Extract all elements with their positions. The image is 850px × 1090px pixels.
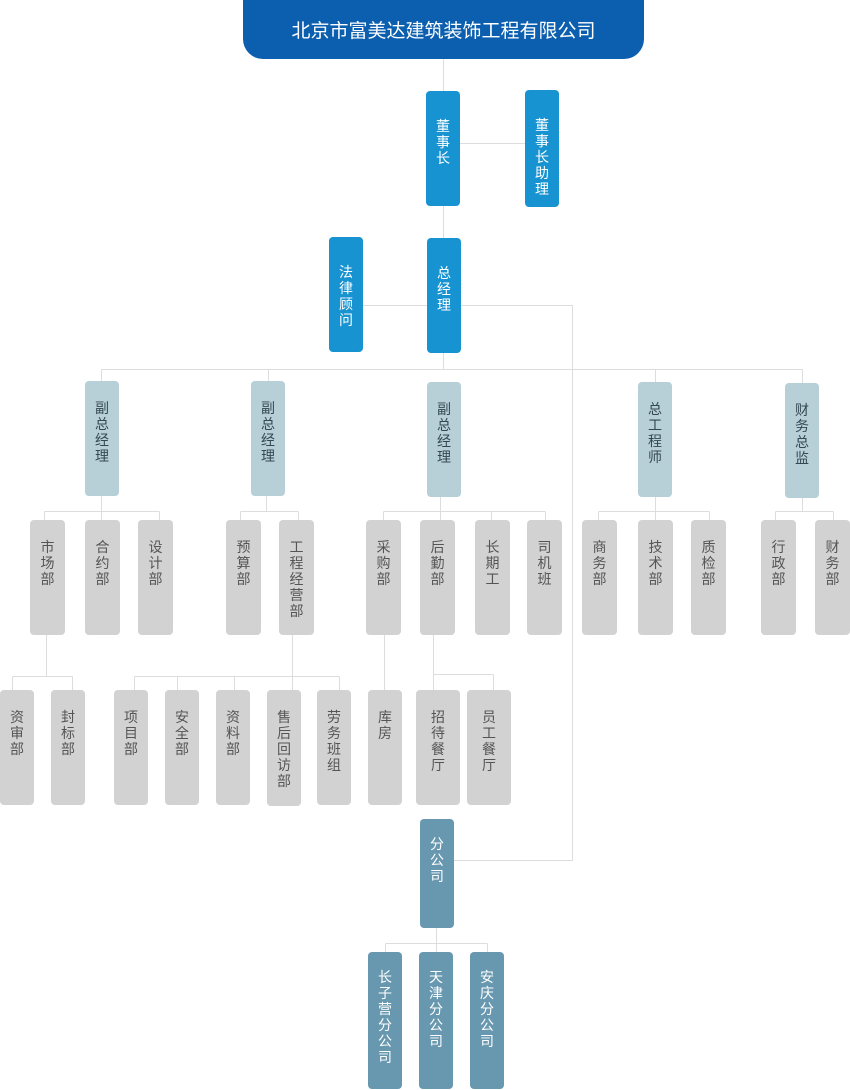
node-label: 工程经营部 [289,540,304,620]
node-label: 预算部 [236,540,251,588]
node-label: 资料部 [226,710,240,758]
company-title: 北京市富美达建筑装饰工程有限公司 [243,0,644,59]
node-label: 财务部 [825,540,840,588]
node-label: 安全部 [175,710,189,758]
node-label: 法律顾问 [339,265,353,329]
node-label: 后勤部 [430,540,445,588]
org-node-departments: 设计部 [138,520,173,635]
node-label: 总经理 [437,266,451,314]
org-node-sub-departments: 劳务班组 [317,690,351,805]
org-node-sub-departments: 项目部 [114,690,148,805]
node-label: 副总经理 [261,401,275,465]
org-node-sub-departments: 员工餐厅 [467,690,511,805]
node-label: 安庆分公司 [480,970,494,1050]
node-label: 长子营分公司 [378,970,392,1066]
org-node-managers: 总工程师 [638,382,672,497]
node-label: 员工餐厅 [482,710,496,774]
org-node-executives: 董事长助理 [525,90,559,207]
node-label: 副总经理 [437,402,451,466]
org-node-departments: 后勤部 [420,520,455,635]
org-node-departments: 技术部 [638,520,673,635]
org-node-departments: 采购部 [366,520,401,635]
node-label: 劳务班组 [327,710,341,774]
node-label: 资审部 [10,710,24,758]
org-node-executives: 总经理 [427,238,461,353]
node-label: 质检部 [701,540,716,588]
node-label: 招待餐厅 [431,710,445,774]
org-node-sub-departments: 资审部 [0,690,34,805]
org-node-departments: 行政部 [761,520,796,635]
org-node-departments: 工程经营部 [279,520,314,635]
org-node-managers: 财务总监 [785,383,819,498]
node-label: 总工程师 [648,402,662,466]
org-node-departments: 司机班 [527,520,562,635]
node-label: 董事长助理 [535,118,549,198]
org-node-departments: 质检部 [691,520,726,635]
node-label: 合约部 [95,540,110,588]
org-node-departments: 长期工 [475,520,510,635]
org-node-branches: 天津分公司 [419,952,453,1089]
node-label: 项目部 [124,710,138,758]
node-label: 董事长 [436,119,450,167]
node-label: 技术部 [648,540,663,588]
node-label: 商务部 [592,540,607,588]
node-label: 副总经理 [95,401,109,465]
org-node-sub-departments: 招待餐厅 [416,690,460,805]
org-node-departments: 商务部 [582,520,617,635]
node-label: 市场部 [40,540,55,588]
node-label: 设计部 [148,540,163,588]
org-node-sub-departments: 安全部 [165,690,199,805]
node-label: 封标部 [61,710,75,758]
org-node-departments: 预算部 [226,520,261,635]
org-node-sub-departments: 资料部 [216,690,250,805]
node-label: 财务总监 [795,403,809,467]
node-label: 司机班 [537,540,552,588]
org-node-sub-departments: 封标部 [51,690,85,805]
node-label: 分公司 [430,837,444,885]
org-node-branches: 长子营分公司 [368,952,402,1089]
node-label: 采购部 [376,540,391,588]
org-node-branch-office: 分公司 [420,819,454,928]
org-node-managers: 副总经理 [85,381,119,496]
org-node-managers: 副总经理 [251,381,285,496]
org-node-executives: 法律顾问 [329,237,363,352]
node-label: 长期工 [485,540,500,588]
node-label: 天津分公司 [429,970,443,1050]
node-label: 库房 [378,710,392,742]
org-node-sub-departments: 库房 [368,690,402,805]
org-node-sub-departments: 售后回访部 [267,690,301,806]
org-node-executives: 董事长 [426,91,460,206]
org-node-departments: 财务部 [815,520,850,635]
org-node-departments: 合约部 [85,520,120,635]
node-label: 行政部 [771,540,786,588]
org-node-departments: 市场部 [30,520,65,635]
node-label: 售后回访部 [277,710,291,790]
org-node-managers: 副总经理 [427,382,461,497]
org-node-branches: 安庆分公司 [470,952,504,1089]
